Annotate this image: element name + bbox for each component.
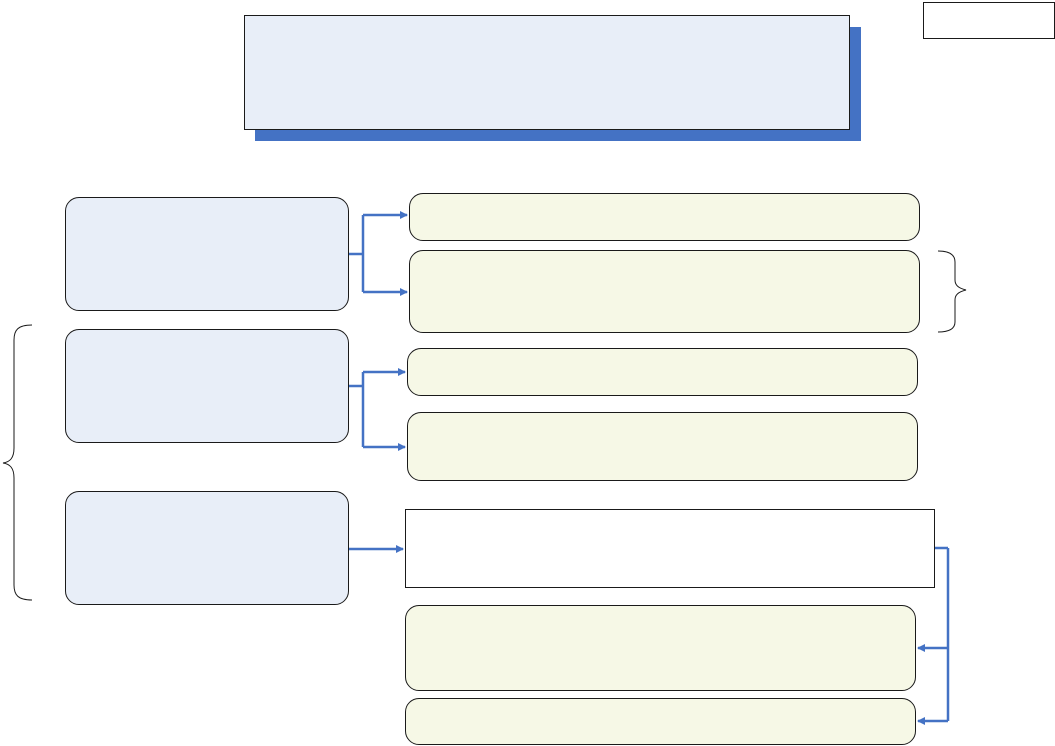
right-brace	[937, 250, 967, 333]
right-box-1	[409, 193, 920, 241]
bottom-box-2	[405, 698, 916, 745]
right-box-3	[407, 348, 918, 396]
left-box-2	[65, 329, 349, 443]
corner-label-box	[923, 2, 1055, 39]
right-box-2	[409, 250, 920, 333]
right-box-4	[407, 412, 918, 481]
bottom-box-1	[405, 605, 916, 691]
left-box-1	[65, 197, 349, 311]
result-box	[405, 509, 935, 588]
left-box-3	[65, 491, 349, 605]
title-box	[244, 15, 850, 130]
left-brace	[2, 324, 33, 601]
